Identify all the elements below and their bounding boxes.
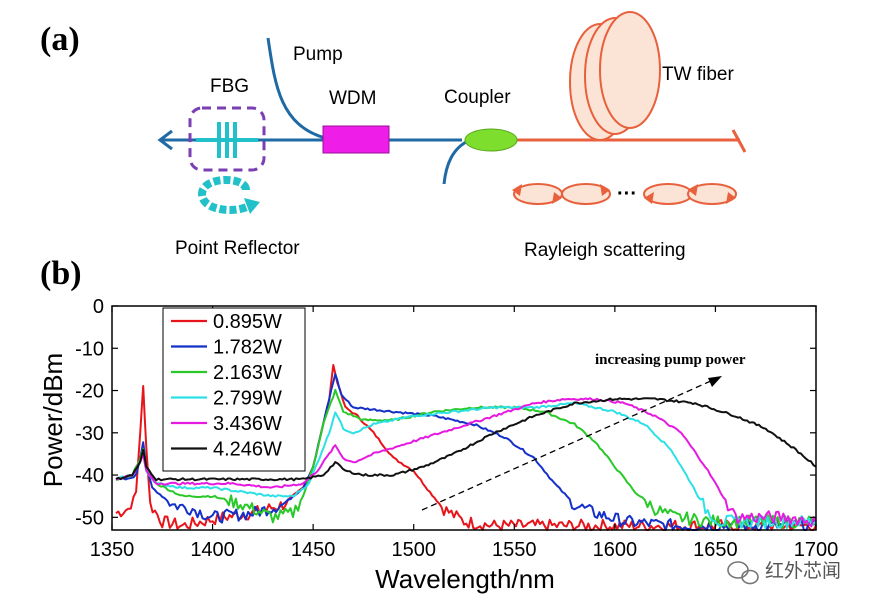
fbg-dashed-box xyxy=(188,106,266,172)
x-axis-title: Wavelength/nm xyxy=(375,564,555,594)
y-tick-label: -30 xyxy=(75,423,104,445)
coupler-label: Coupler xyxy=(444,87,511,108)
wdm-block xyxy=(322,125,390,154)
x-tick-label: 1500 xyxy=(391,539,436,561)
series-line-4.246W xyxy=(115,397,817,482)
tw-fiber-label: TW fiber xyxy=(662,64,734,85)
series-line-2.163W xyxy=(115,388,817,529)
coupler-output-fiber xyxy=(442,138,471,185)
series-line-0.895W xyxy=(115,364,817,531)
tw-fiber-coil xyxy=(569,11,661,141)
legend-box xyxy=(162,307,306,472)
x-tick-label: 1350 xyxy=(90,539,135,561)
legend-entry: 1.782W xyxy=(213,337,282,359)
x-tick-label: 1700 xyxy=(794,539,839,561)
legend-entry: 3.436W xyxy=(213,413,282,435)
y-tick-label: -40 xyxy=(75,465,104,487)
x-tick-label: 1600 xyxy=(593,539,638,561)
y-axis-title: Power/dBm xyxy=(38,353,68,487)
x-tick-label: 1650 xyxy=(693,539,738,561)
pump-power-annotation: increasing pump power xyxy=(595,352,746,368)
series-layer xyxy=(115,364,817,531)
watermark-text: 红外芯闻 xyxy=(765,560,841,582)
legend-entry: 2.799W xyxy=(213,388,282,410)
fbg-label: FBG xyxy=(210,76,249,97)
legend: 0.895W 1.782W 2.163W 2.799W 3.436W 4.246W xyxy=(162,307,306,472)
legend-entry: 0.895W xyxy=(213,311,282,333)
x-tick-label: 1450 xyxy=(291,539,336,561)
y-tick-label: -20 xyxy=(75,381,104,403)
wechat-icon xyxy=(727,561,759,585)
spectrum-chart: 1350 1400 1450 1500 1550 1600 1650 1700 0 -10 -20 -… xyxy=(38,296,838,594)
watermark: 红外芯闻 xyxy=(727,560,841,585)
legend-entry: 2.163W xyxy=(213,362,282,384)
plot-frame xyxy=(111,305,817,531)
rayleigh-ring-icon xyxy=(513,183,737,205)
rayleigh-label: Rayleigh scattering xyxy=(524,240,686,261)
legend-entry: 4.246W xyxy=(213,439,282,461)
tw-fiber-end xyxy=(731,129,747,153)
rayleigh-arrowheads-icon xyxy=(512,184,736,204)
y-tick-label: 0 xyxy=(93,296,104,318)
fbg-grating xyxy=(196,122,258,158)
x-tick-label: 1550 xyxy=(492,539,537,561)
series-line-3.436W xyxy=(115,397,817,528)
reflector-curl-icon xyxy=(197,175,260,214)
y-tick-label: -10 xyxy=(75,338,104,360)
panel-b-label: (b) xyxy=(40,255,82,292)
series-line-2.799W xyxy=(115,401,817,529)
wdm-label: WDM xyxy=(329,88,376,109)
coupler-ellipse xyxy=(464,128,518,152)
ellipsis-text: ··· xyxy=(617,183,637,205)
point-reflector-label: Point Reflector xyxy=(175,238,300,259)
fiber-end-arrow xyxy=(157,129,173,151)
pump-fiber xyxy=(266,37,326,140)
panel-a-label: (a) xyxy=(40,21,80,58)
axes-layer: 1350 1400 1450 1500 1550 1600 1650 1700 0 -10 -20 -… xyxy=(75,296,838,561)
pump-label: Pump xyxy=(293,44,343,65)
x-tick-label: 1400 xyxy=(190,539,235,561)
y-tick-label: -50 xyxy=(75,507,104,529)
fiber-setup-diagram: ··· Pump FBG WDM Coupler TW fiber Point … xyxy=(157,11,747,261)
pump-arrow xyxy=(421,375,723,511)
